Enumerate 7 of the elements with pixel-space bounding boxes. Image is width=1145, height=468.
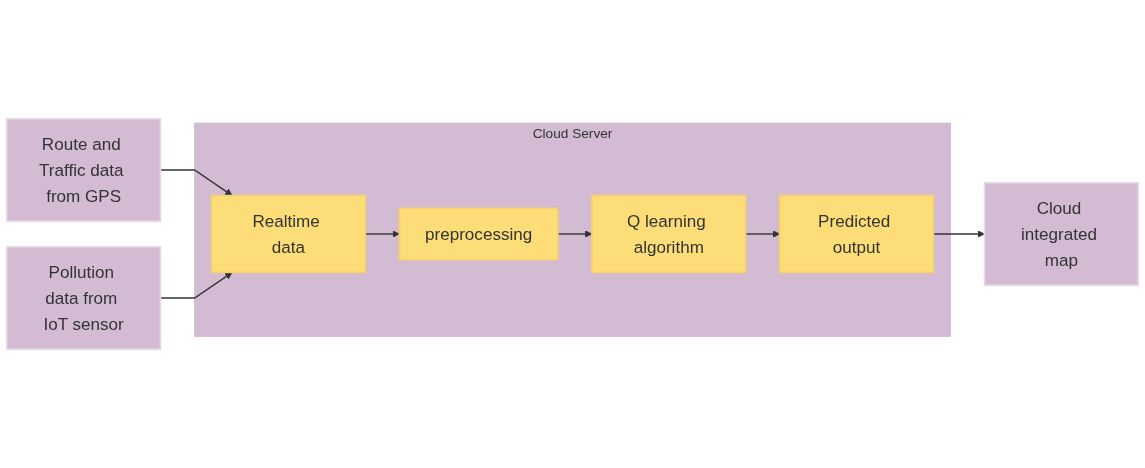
node-box: preprocessing xyxy=(398,207,559,261)
node-box: Q learning algorithm xyxy=(591,194,747,274)
node-box: Predicted output xyxy=(778,194,935,274)
node-box: Route and Traffic data from GPS xyxy=(5,117,162,223)
node-box: Realtime data xyxy=(210,194,367,274)
node-box: Pollution data from IoT sensor xyxy=(5,245,162,351)
node-box: Cloud integrated map xyxy=(983,181,1140,287)
